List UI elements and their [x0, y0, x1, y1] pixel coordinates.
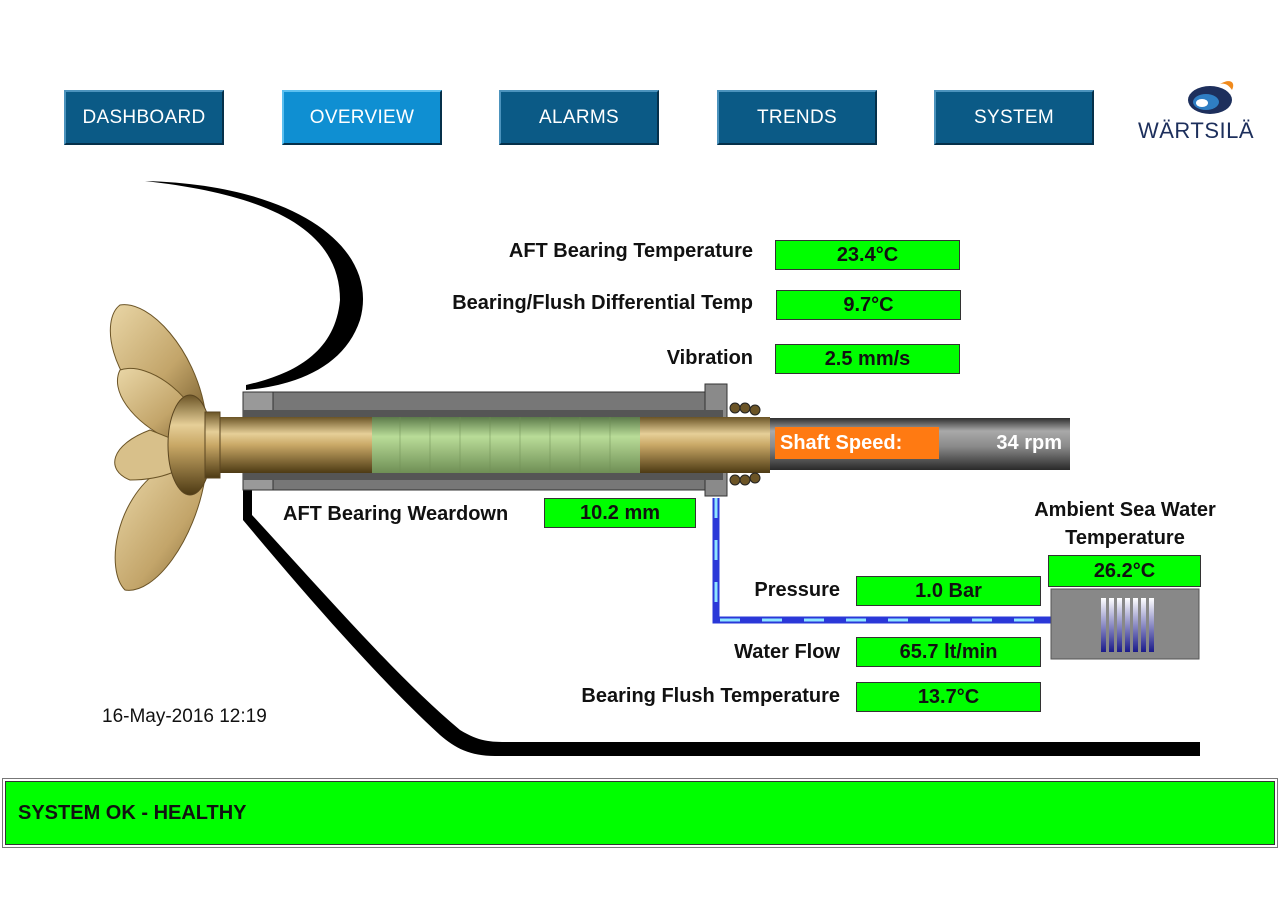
wartsila-swirl-icon — [1188, 81, 1234, 114]
differential-temp-value: 9.7°C — [776, 290, 961, 320]
flush-water-pipe — [712, 498, 1052, 624]
nav-dashboard-button[interactable]: DASHBOARD — [64, 90, 224, 145]
aft-bearing-lining — [372, 417, 640, 473]
heat-exchanger — [1050, 588, 1200, 660]
nav-overview-button[interactable]: OVERVIEW — [282, 90, 442, 145]
timestamp: 16-May-2016 12:19 — [102, 706, 267, 727]
nav-alarms-button[interactable]: ALARMS — [499, 90, 659, 145]
water-flow-label: Water Flow — [734, 641, 840, 663]
ambient-sea-water-title: Ambient Sea Water Temperature — [1010, 496, 1240, 552]
bearing-flush-temp-label: Bearing Flush Temperature — [581, 685, 840, 707]
nav-trends-button[interactable]: TRENDS — [717, 90, 877, 145]
pressure-value: 1.0 Bar — [856, 576, 1041, 606]
aft-bearing-weardown-value: 10.2 mm — [544, 498, 696, 528]
ambient-sea-water-title-line1: Ambient Sea Water — [1034, 499, 1216, 521]
ambient-sea-water-title-line2: Temperature — [1065, 527, 1185, 549]
vibration-value: 2.5 mm/s — [775, 344, 960, 374]
propeller — [109, 304, 221, 591]
ambient-sea-water-temp-value: 26.2°C — [1048, 555, 1201, 587]
vibration-label: Vibration — [666, 347, 753, 369]
pressure-label: Pressure — [754, 579, 840, 601]
status-bar: SYSTEM OK - HEALTHY — [2, 778, 1278, 848]
aft-bearing-weardown-label: AFT Bearing Weardown — [283, 503, 509, 525]
wartsila-wordmark: WÄRTSILÄ — [1137, 118, 1255, 143]
aft-bearing-temp-label: AFT Bearing Temperature — [508, 240, 753, 262]
shaft-speed-label: Shaft Speed: — [775, 427, 939, 459]
bearing-flush-temp-value: 13.7°C — [856, 682, 1041, 712]
water-flow-value: 65.7 lt/min — [856, 637, 1041, 667]
wartsila-logo: WÄRTSILÄ — [1136, 76, 1256, 148]
aft-bearing-temp-value: 23.4°C — [775, 240, 960, 270]
nav-system-button[interactable]: SYSTEM — [934, 90, 1094, 145]
differential-temp-label: Bearing/Flush Differential Temp — [452, 292, 753, 314]
shaft-speed-value: 34 rpm — [996, 431, 1062, 454]
status-text: SYSTEM OK - HEALTHY — [5, 781, 1275, 845]
